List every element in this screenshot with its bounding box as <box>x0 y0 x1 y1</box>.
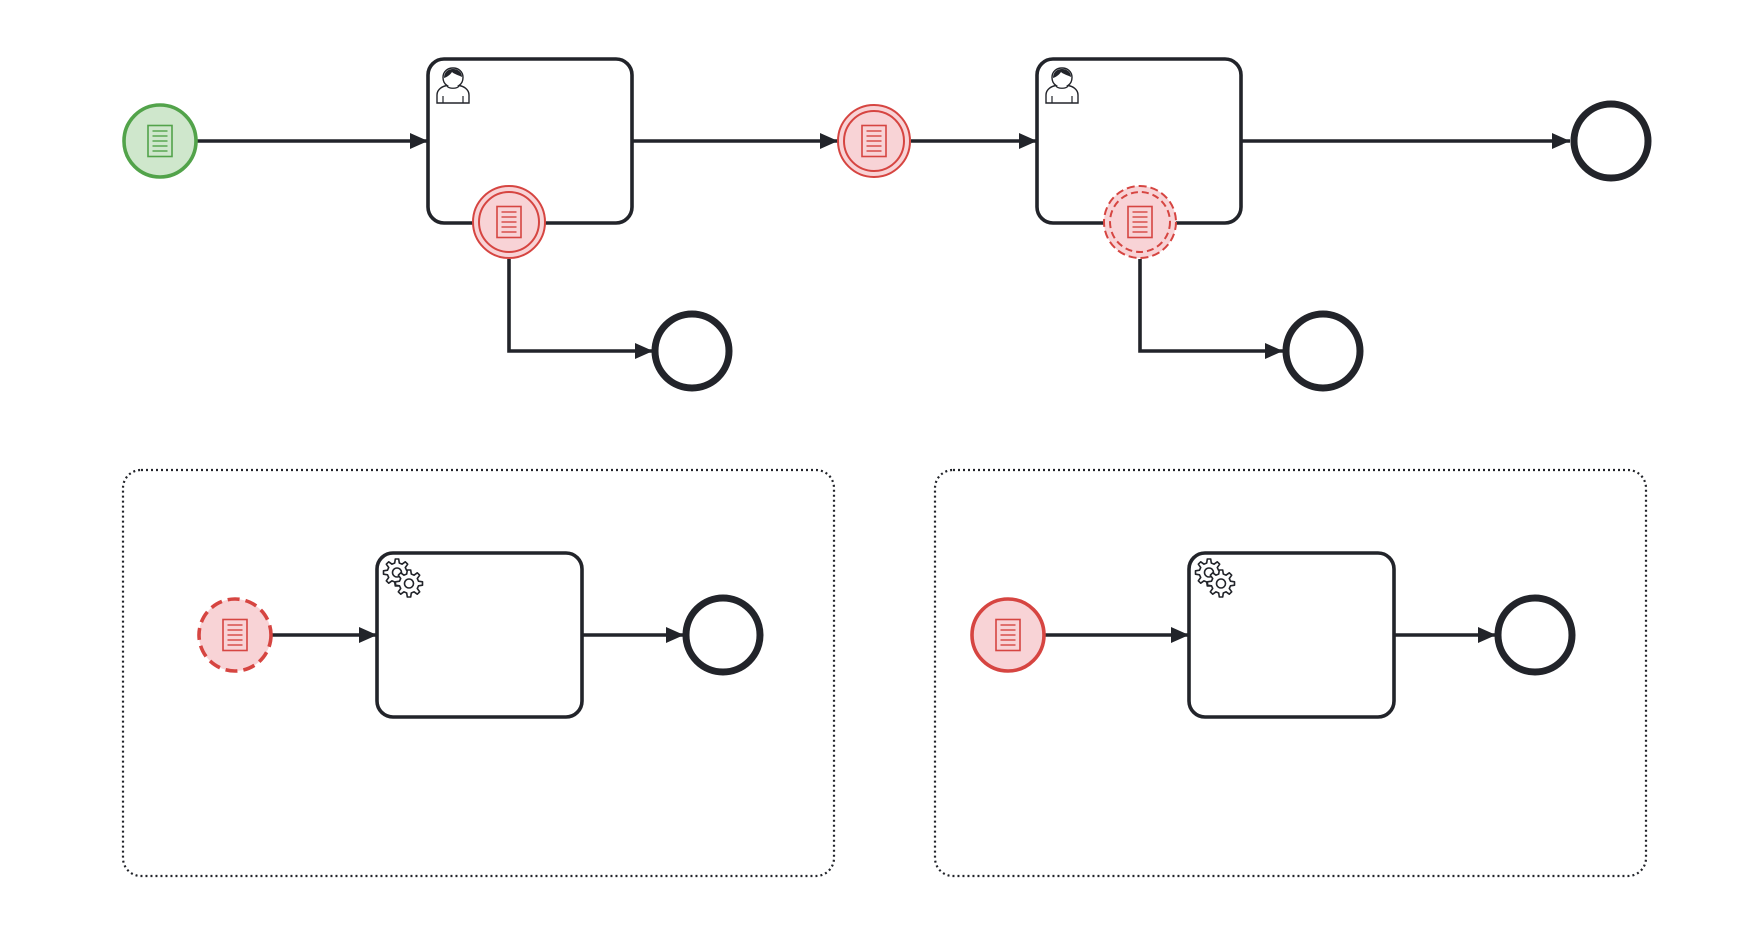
sub1-service-task[interactable] <box>375 551 584 719</box>
non-interrupting-message-boundary-event[interactable] <box>1103 185 1177 259</box>
sequence-flows <box>196 133 1570 643</box>
intermediate-message-catch-event[interactable] <box>837 104 911 178</box>
end-event-main[interactable] <box>1570 100 1652 182</box>
flow-boundary2-to-end[interactable] <box>1138 259 1283 359</box>
sub1-end-event[interactable] <box>682 594 764 676</box>
sub2-interrupting-message-start-event[interactable] <box>970 597 1046 673</box>
end-event-branch-2[interactable] <box>1282 310 1364 392</box>
sub2-service-task[interactable] <box>1187 551 1396 719</box>
end-event-branch-1[interactable] <box>651 310 733 392</box>
interrupting-message-boundary-event[interactable] <box>472 185 546 259</box>
message-start-event[interactable] <box>122 103 198 179</box>
flow-boundary1-to-end[interactable] <box>507 259 653 359</box>
sub1-non-interrupting-message-start-event[interactable] <box>197 597 273 673</box>
sub2-end-event[interactable] <box>1494 594 1576 676</box>
